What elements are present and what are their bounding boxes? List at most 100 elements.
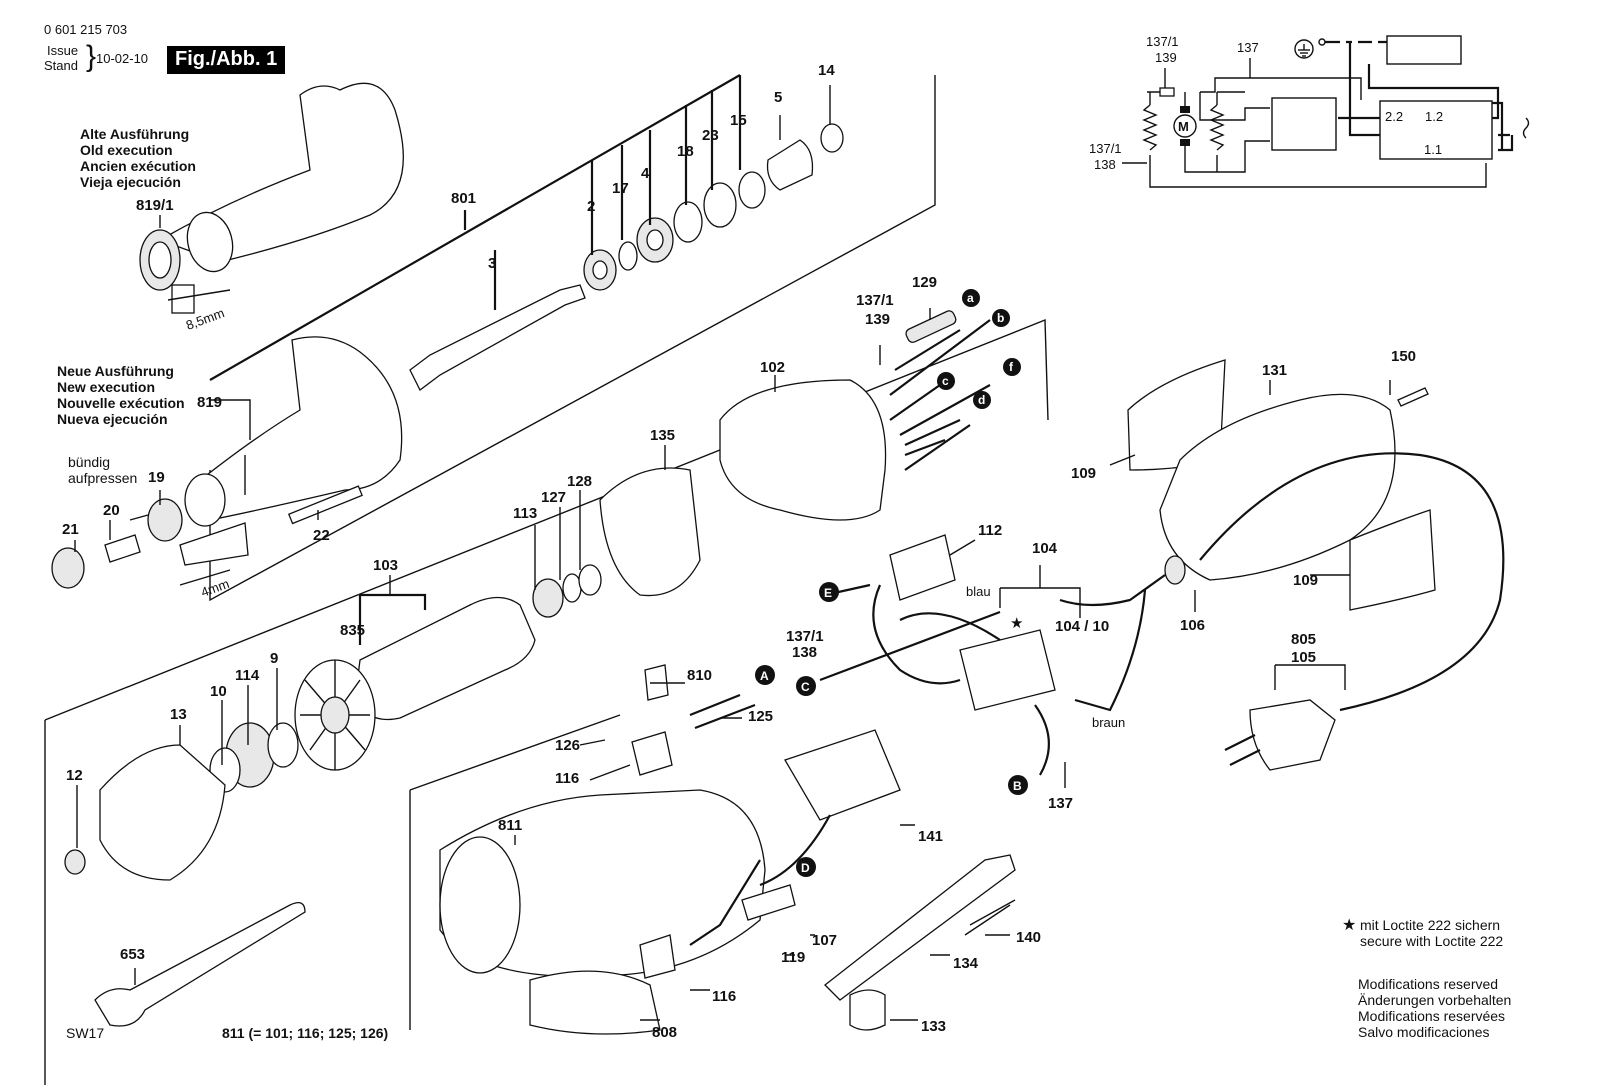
ring-17 xyxy=(618,241,638,271)
svg-text:C: C xyxy=(801,680,810,694)
stator-wires xyxy=(879,308,991,471)
label-13: 13 xyxy=(170,706,187,723)
fan-guide-135 xyxy=(599,467,701,597)
schematic-switch-box xyxy=(1386,35,1462,65)
label-106: 106 xyxy=(1180,617,1205,634)
label-23: 23 xyxy=(702,127,719,144)
label-103: 103 xyxy=(373,557,398,574)
old-execution-note: Alte Ausführung Old execution Ancien exé… xyxy=(80,126,196,190)
wire-brown-label: braun xyxy=(1092,715,1125,730)
bearing-113 xyxy=(532,578,564,618)
plug-805 xyxy=(1249,699,1336,771)
schematic-lbl-139: 139 xyxy=(1155,50,1177,65)
label-808 xyxy=(529,970,661,1035)
wrench-size: SW17 xyxy=(66,1025,105,1041)
svg-text:c: c xyxy=(942,374,949,388)
label-114: 114 xyxy=(235,667,260,684)
new-execution-es: Nueva ejecución xyxy=(57,411,168,427)
part-number: 0 601 215 703 xyxy=(44,22,128,37)
label-21: 21 xyxy=(62,521,79,538)
svg-text:A: A xyxy=(760,669,769,683)
motor-housing-811 xyxy=(439,789,766,978)
label-126: 126 xyxy=(555,737,580,754)
label-653: 653 xyxy=(120,946,145,963)
label-14: 14 xyxy=(818,62,835,79)
label-18: 18 xyxy=(677,143,694,160)
label-104: 104 xyxy=(1032,540,1058,557)
svg-text:B: B xyxy=(1013,779,1022,793)
new-execution-note: Neue Ausführung New execution Nouvelle e… xyxy=(57,363,185,427)
label-810: 810 xyxy=(687,667,712,684)
label-116a: 116 xyxy=(555,770,579,787)
connector-badge-A: A xyxy=(755,665,775,685)
capacitor-112 xyxy=(889,534,956,601)
nut-21 xyxy=(51,547,85,589)
label-112: 112 xyxy=(978,522,1002,539)
armature-103 xyxy=(354,596,536,721)
label-12: 12 xyxy=(66,767,83,784)
stand-label: Stand xyxy=(44,58,78,73)
connector-badge-C: C xyxy=(796,676,816,696)
label-138b: 138 xyxy=(792,644,817,661)
motor-group xyxy=(44,318,1049,1085)
label-819-1: 819/1 xyxy=(136,197,174,214)
wiring-schematic: 2.2 1.2 1.1 M 137/1 139 137 137/1 138 xyxy=(1089,34,1530,188)
new-execution-de: Neue Ausführung xyxy=(57,363,174,379)
label-137-1b: 137/1 xyxy=(786,628,824,645)
term-2-2: 2.2 xyxy=(1385,109,1403,124)
bush-12 xyxy=(64,849,86,875)
modifications-note: Modifications reserved Änderungen vorbeh… xyxy=(1358,976,1511,1040)
modifications-es: Salvo modificaciones xyxy=(1358,1024,1490,1040)
knob-133 xyxy=(849,989,886,1031)
connector-badge-D: D xyxy=(796,857,816,877)
modifications-en: Modifications reserved xyxy=(1358,976,1499,992)
label-139a: 139 xyxy=(865,311,890,328)
ring-19 xyxy=(147,498,183,542)
label-3: 3 xyxy=(488,255,496,272)
label-811: 811 xyxy=(498,817,522,834)
term-1-1: 1.1 xyxy=(1424,142,1442,157)
connector-badge-B: B xyxy=(1008,775,1028,795)
clip-18 xyxy=(673,201,703,243)
modifications-fr: Modifications reservées xyxy=(1358,1008,1506,1024)
label-133: 133 xyxy=(921,1018,946,1035)
label-835: 835 xyxy=(340,622,365,639)
connector-badge-E: E xyxy=(819,582,839,602)
loctite-star-icon: ★ xyxy=(1342,917,1357,934)
housing-group xyxy=(1059,359,1505,771)
ring-128 xyxy=(578,564,602,596)
loctite-de: mit Loctite 222 sichern xyxy=(1360,917,1501,933)
old-execution-de: Alte Ausführung xyxy=(80,126,190,142)
old-execution-en: Old execution xyxy=(80,142,173,158)
term-1-2: 1.2 xyxy=(1425,109,1443,124)
label-4: 4 xyxy=(641,165,650,182)
svg-text:D: D xyxy=(801,861,810,875)
issue-label: Issue xyxy=(47,43,79,58)
label-105: 105 xyxy=(1291,649,1316,666)
stator-102 xyxy=(719,379,887,521)
schematic-lbl-137-1-top: 137/1 xyxy=(1146,34,1179,49)
label-140: 140 xyxy=(1016,929,1041,946)
schematic-motor-label: M xyxy=(1178,119,1189,134)
label-150: 150 xyxy=(1391,348,1416,365)
new-execution-fr: Nouvelle exécution xyxy=(57,395,185,411)
schematic-lbl-137-1-left: 137/1 xyxy=(1089,141,1122,156)
label-9: 9 xyxy=(270,650,278,667)
ring-15 xyxy=(738,171,766,209)
press-flush-note: bündig aufpressen xyxy=(68,454,137,486)
spindle-group xyxy=(51,74,936,602)
label-801: 801 xyxy=(451,190,476,207)
loctite-star-marker-icon: ★ xyxy=(1010,615,1023,632)
label-19: 19 xyxy=(148,469,165,486)
label-116b: 116 xyxy=(712,988,736,1005)
label-104-10: 104 / 10 xyxy=(1055,618,1109,635)
connector-badge-a: a xyxy=(962,289,980,307)
sleeve-129 xyxy=(905,310,957,343)
schematic-lbl-137: 137 xyxy=(1237,40,1259,55)
label-135: 135 xyxy=(650,427,675,444)
screw-150 xyxy=(1397,387,1429,407)
ring-127 xyxy=(562,573,582,603)
svg-text:a: a xyxy=(967,291,974,305)
connector-badge-f: f xyxy=(1003,358,1021,376)
figure-badge: Fig./Abb. 1 xyxy=(167,46,286,74)
